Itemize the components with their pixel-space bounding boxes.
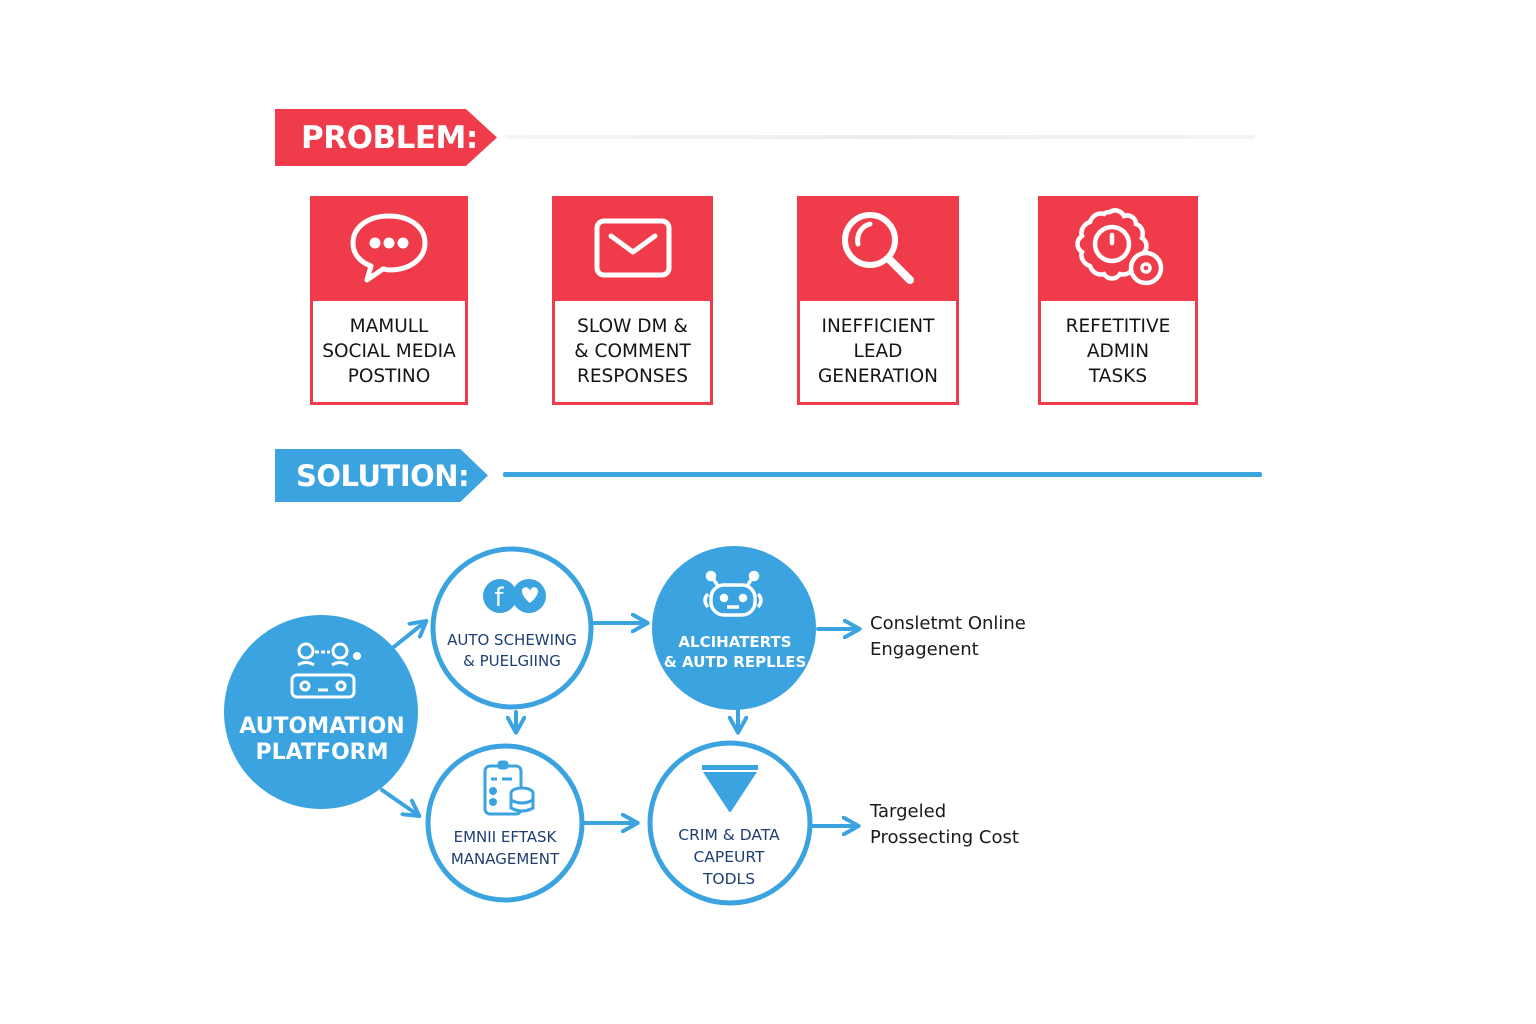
problem-card-social-posting: MAMULL SOCIAL MEDIA POSTINO <box>310 196 468 405</box>
magnifier-icon <box>842 212 914 284</box>
automation-platform-hub <box>224 615 418 809</box>
clipboard-database-icon <box>483 760 535 816</box>
auto-scheduling-node <box>430 546 594 710</box>
envelope-icon <box>594 218 671 278</box>
problem-divider <box>505 135 1255 139</box>
problem-card-label: REFETITIVE ADMIN TASKS <box>1041 301 1195 402</box>
crm-data-capture-node <box>647 740 813 906</box>
task-management-label: EMNII EFTASK MANAGEMENT <box>450 828 560 868</box>
funnel-icon <box>702 765 758 812</box>
problem-heading: PROBLEM: <box>301 119 478 156</box>
ai-chatbots-node <box>652 546 816 710</box>
solution-divider <box>503 472 1262 477</box>
ai-chatbots-label: ALCIHATERTS & AUTD REPLLES <box>663 633 807 671</box>
arrow-hub-to-scheduling <box>388 622 425 652</box>
automation-bot-icon <box>290 642 361 699</box>
speech-bubble-icon <box>350 213 428 283</box>
gears-icon <box>1075 208 1164 286</box>
problem-card-admin-tasks: REFETITIVE ADMIN TASKS <box>1038 196 1198 405</box>
solution-heading: SOLUTION: <box>296 458 470 493</box>
task-management-node <box>425 743 585 903</box>
problem-card-lead-generation: INEFFICIENT LEAD GENERATION <box>797 196 959 405</box>
outcome-prospecting: Targeled Prossecting Cost <box>870 801 1019 848</box>
automation-platform-label: AUTOMATION PLATFORM <box>239 714 405 765</box>
solution-banner: SOLUTION: <box>275 449 488 502</box>
svg-text:f: f <box>494 583 504 613</box>
robot-icon <box>703 570 763 617</box>
outcome-engagement: Consletmt Online Engagenent <box>870 613 1026 660</box>
problem-banner: PROBLEM: <box>275 109 497 166</box>
social-media-icon: f <box>483 579 546 613</box>
problem-card-slow-responses: SLOW DM & & COMMENT RESPONSES <box>552 196 713 405</box>
problem-card-label: INEFFICIENT LEAD GENERATION <box>800 301 956 402</box>
arrow-hub-to-task-management <box>380 788 418 815</box>
crm-data-capture-label: CRIM & DATA CAPEURT TODLS <box>678 826 780 888</box>
auto-scheduling-label: AUTO SCHEWING & PUELGIING <box>447 631 577 670</box>
problem-card-label: SLOW DM & & COMMENT RESPONSES <box>555 301 710 402</box>
problem-card-label: MAMULL SOCIAL MEDIA POSTINO <box>313 301 465 402</box>
